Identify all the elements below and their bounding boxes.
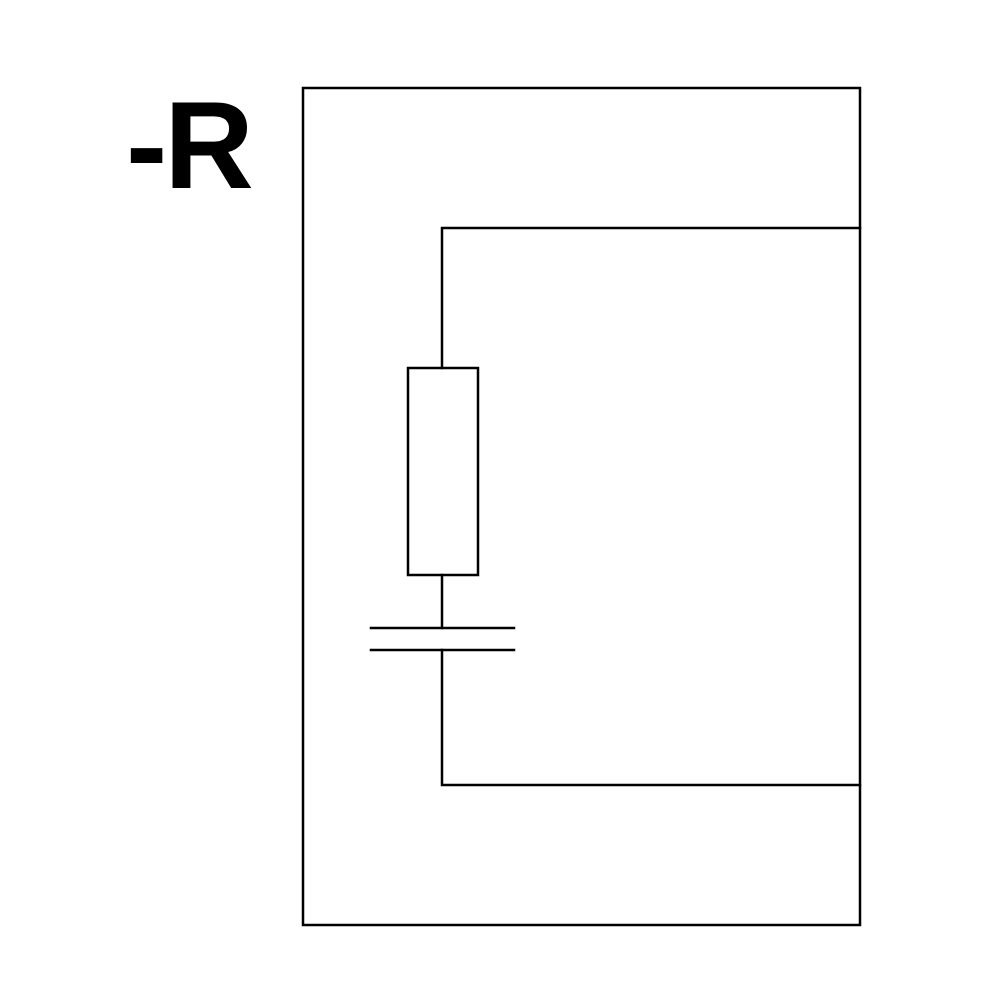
wire-bottom bbox=[440, 648, 862, 787]
diagram-label: -R bbox=[126, 77, 254, 215]
resistor-symbol bbox=[406, 366, 480, 577]
enclosure-box bbox=[301, 86, 862, 927]
wire-top bbox=[440, 226, 862, 370]
circuit-group bbox=[301, 86, 862, 927]
